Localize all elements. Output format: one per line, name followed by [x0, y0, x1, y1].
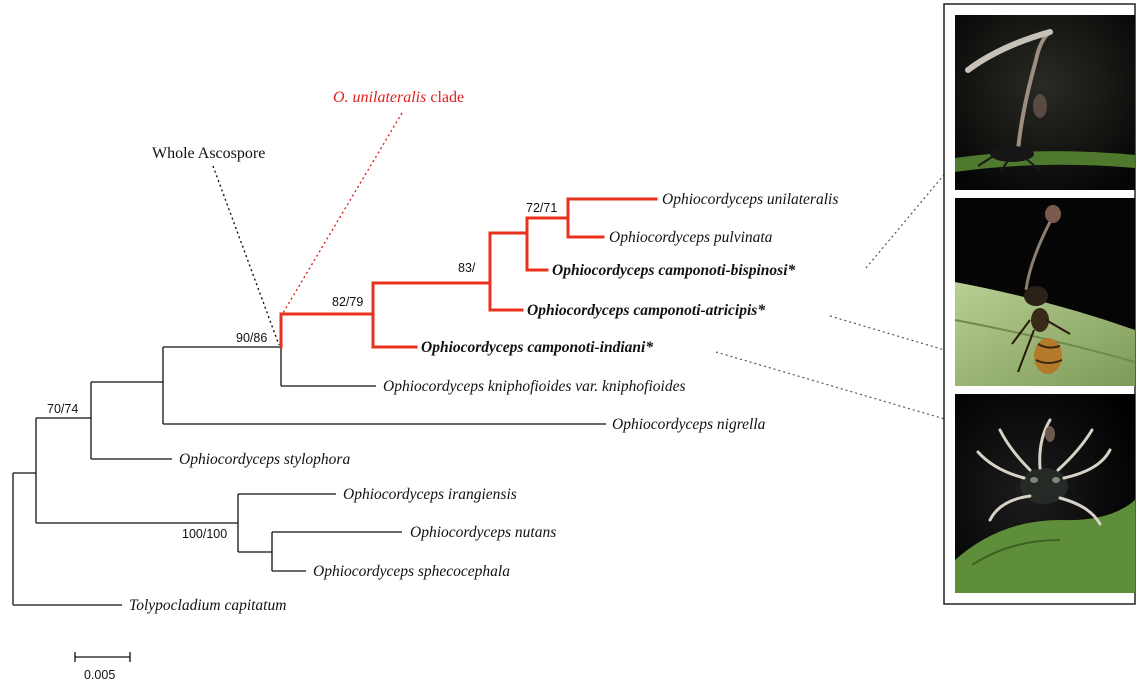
taxon-capitatum: Tolypocladium capitatum — [129, 597, 286, 614]
ant-body — [990, 146, 1034, 162]
taxon-irangiensis: Ophiocordyceps irangiensis — [343, 486, 517, 503]
photo-leaders — [715, 169, 949, 421]
taxon-unilateralis: Ophiocordyceps unilateralis — [662, 191, 838, 208]
leader-indiani — [715, 351, 949, 421]
whole-ascospore-label: Whole Ascospore — [152, 145, 265, 162]
stalk-tip — [965, 29, 1053, 73]
support-70-74: 70/74 — [47, 402, 78, 416]
ascoma — [1045, 426, 1055, 442]
ant-photo-bottom — [955, 394, 1135, 593]
ant-thorax — [1031, 308, 1049, 332]
clade-name: O. unilateralis — [333, 89, 426, 106]
support-83: 83/ — [458, 261, 476, 275]
taxon-bispinosi: Ophiocordyceps camponoti-bispinosi* — [552, 262, 796, 279]
taxon-stylophora: Ophiocordyceps stylophora — [179, 451, 350, 468]
taxon-nigrella: Ophiocordyceps nigrella — [612, 416, 766, 433]
support-90-86: 90/86 — [236, 331, 267, 345]
clade-suffix: clade — [426, 89, 464, 106]
scale-bar — [74, 652, 131, 662]
clade-stem — [279, 312, 375, 349]
taxon-sphecocephala: Ophiocordyceps sphecocephala — [313, 563, 510, 580]
fungal-stalk — [1024, 217, 1054, 291]
ant-photo-top — [955, 15, 1135, 190]
support-82-79: 82/79 — [332, 295, 363, 309]
fungal-stalk — [1016, 30, 1052, 151]
ascoma — [1045, 205, 1061, 223]
taxon-pulvinata: Ophiocordyceps pulvinata — [609, 229, 773, 246]
leaf-stem — [955, 500, 1135, 593]
taxon-indiani: Ophiocordyceps camponoti-indiani* — [421, 339, 653, 356]
ant-photo-middle — [954, 198, 1136, 386]
leader-bispinosi — [865, 169, 949, 269]
leaf — [955, 282, 1135, 386]
clade-leader — [282, 112, 403, 314]
whole-ascospore-leader — [212, 165, 280, 346]
branches — [12, 346, 606, 606]
annotation-leaders — [212, 112, 403, 346]
taxon-nutans: Ophiocordyceps nutans — [410, 524, 556, 541]
taxon-atricipis: Ophiocordyceps camponoti-atricipis* — [527, 302, 765, 319]
clade-label: O. unilateralis clade — [333, 89, 464, 106]
support-72-71: 72/71 — [526, 201, 557, 215]
scale-bar-label: 0.005 — [84, 668, 115, 682]
unilateralis-clade-branches — [279, 197, 658, 349]
ant-head — [1024, 286, 1048, 306]
ant-gaster — [1034, 338, 1062, 374]
support-100-100: 100/100 — [182, 527, 227, 541]
ascoma — [1033, 94, 1047, 118]
taxon-kniphofioides: Ophiocordyceps kniphofioides var. knipho… — [383, 378, 686, 395]
leader-atricipis — [829, 315, 949, 352]
fungal-stalks — [976, 418, 1112, 526]
